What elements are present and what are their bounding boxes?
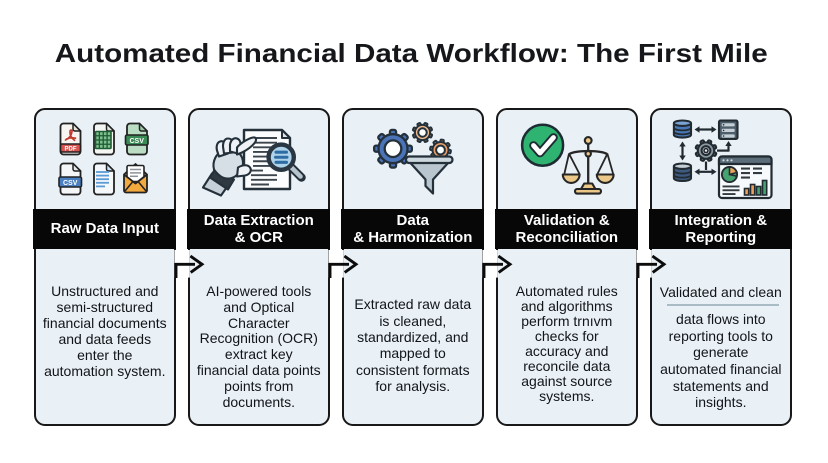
svg-text:CSV: CSV bbox=[129, 138, 144, 145]
svg-text:PDF: PDF bbox=[64, 146, 76, 152]
svg-text:CSV: CSV bbox=[63, 180, 78, 187]
